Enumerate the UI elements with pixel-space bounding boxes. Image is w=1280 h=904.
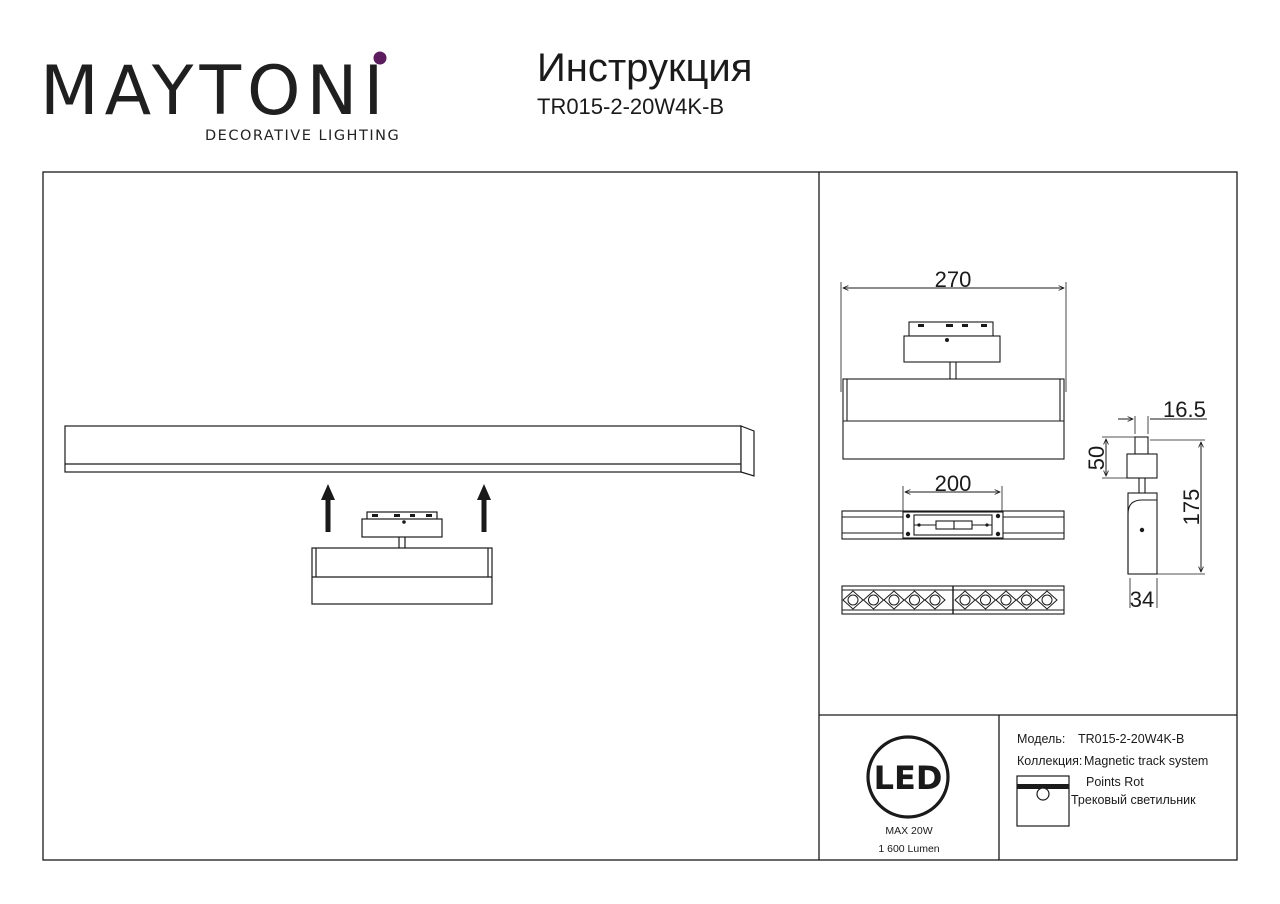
- info-series: Points Rot: [1086, 775, 1144, 789]
- fixture-side-view: [1102, 416, 1207, 608]
- dimension-drawings: [840, 282, 1207, 615]
- spec-luminous-flux: 1 600 Lumen: [878, 843, 939, 855]
- fixture-install-view: [311, 511, 493, 605]
- installation-diagram: [64, 425, 755, 605]
- led-lens: [959, 594, 971, 606]
- dim-label-mount-length: 200: [935, 471, 972, 496]
- install-arrow-right: [477, 484, 491, 532]
- fixture-bottom-view: [841, 585, 1065, 615]
- led-lens: [868, 594, 879, 606]
- dim-mount-length: [902, 486, 1003, 512]
- fixture-top-view: [841, 510, 1065, 540]
- dim-label-body-width: 16.5: [1163, 397, 1206, 422]
- led-lens: [1000, 594, 1012, 606]
- track-light-icon: [1016, 775, 1070, 827]
- dim-overall-length: [840, 282, 1067, 392]
- info-type: Трековый светильник: [1071, 793, 1196, 807]
- dim-label-total-height: 175: [1179, 489, 1204, 526]
- brand-logo: MAYTONI: [40, 52, 390, 131]
- led-badge-text: LED: [874, 759, 943, 797]
- brand-tagline: DECORATIVE LIGHTING: [205, 128, 401, 144]
- dim-label-body-depth: 34: [1130, 587, 1154, 612]
- led-lens: [888, 594, 900, 606]
- led-lens: [1041, 594, 1053, 606]
- led-lens: [980, 594, 991, 606]
- sheet-frame: [42, 171, 1238, 861]
- fixture-front-view: [842, 321, 1065, 460]
- info-collection-value: Magnetic track system: [1084, 754, 1208, 768]
- info-model-label: Модель:: [1017, 732, 1065, 746]
- led-lens: [909, 594, 920, 606]
- led-lens-cell: [924, 590, 946, 610]
- logo-dot-icon: [373, 51, 387, 65]
- led-lens: [1021, 594, 1032, 606]
- dim-label-connector-height: 50: [1084, 446, 1109, 470]
- info-model-value: TR015-2-20W4K-B: [1078, 732, 1184, 746]
- document-model-code: TR015-2-20W4K-B: [537, 94, 725, 119]
- led-lens-cell: [1036, 590, 1058, 610]
- led-circle-icon: LED: [866, 735, 950, 819]
- spec-max-power: MAX 20W: [885, 825, 932, 837]
- document-title: Инструкция: [537, 46, 753, 90]
- dim-label-overall-length: 270: [935, 267, 972, 292]
- magnetic-track: [64, 425, 755, 477]
- led-lens: [929, 594, 941, 606]
- install-arrow-left: [321, 484, 335, 532]
- led-lens: [847, 594, 859, 606]
- info-collection-label: Коллекция:: [1017, 754, 1082, 768]
